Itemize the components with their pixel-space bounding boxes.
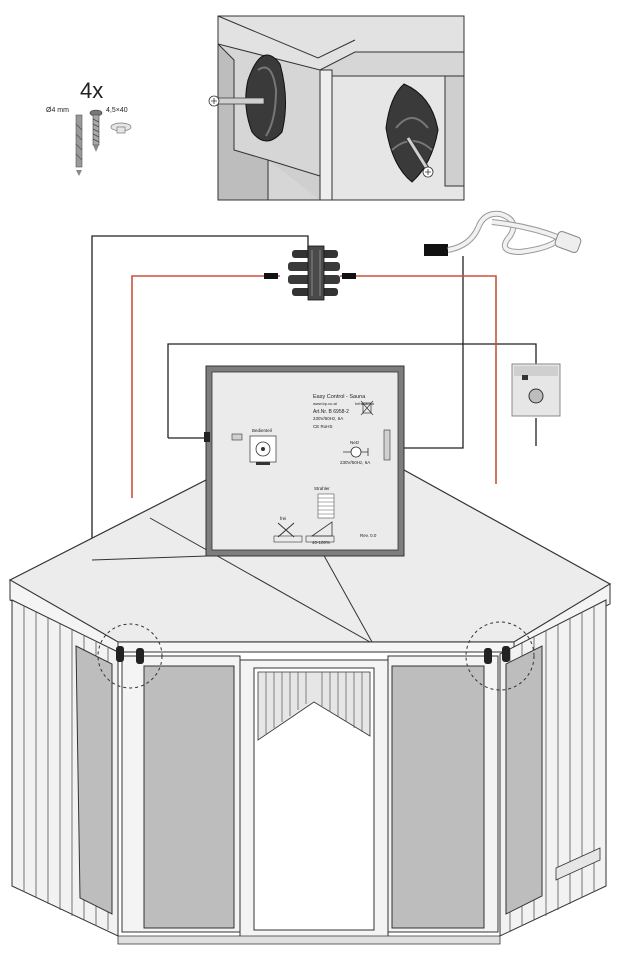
wall-dimmer-icon: [511, 363, 561, 417]
hardware-inset: 4x Ø4 mm 4,5×40: [46, 78, 132, 176]
screw-icon: [208, 95, 265, 107]
wire-connector-icon: [288, 245, 340, 301]
heater-range-label: 40-100%: [312, 540, 330, 545]
quantity-label: 4x: [80, 78, 103, 103]
left-bracket-highlight: [97, 623, 163, 689]
control-brand: Infrasauna: [355, 401, 375, 406]
control-article: Art.Nr. B 6958-2: [313, 409, 349, 415]
revision-label: Rev. 0.0: [360, 533, 377, 538]
power-wire-right: [340, 275, 497, 484]
control-rating: 230V/50Hz, 6A: [313, 416, 343, 421]
drill-bit-icon: [75, 114, 83, 176]
corner-detail-inset: [208, 15, 465, 201]
screw-icon: [405, 136, 434, 178]
dowel-icon: [110, 122, 132, 134]
screw-size-label: 4,5×40: [106, 107, 128, 114]
port-operating-label: Bedienteil: [252, 428, 272, 433]
port-mains-label: Netz: [350, 440, 360, 445]
port-heater-label: Strahler: [314, 486, 330, 491]
control-marks: CE RoHS: [313, 424, 333, 429]
power-wire-left: [131, 275, 280, 498]
heater-port-icon: [317, 493, 335, 519]
power-cable-icon: [424, 210, 582, 256]
left-wall-bracket-icon: [245, 54, 287, 142]
weee-bin-icon: [360, 400, 374, 416]
signal-wire-to-cable: [392, 256, 464, 449]
signal-wire-to-dimmer: [167, 343, 537, 438]
plug-icon: [343, 446, 369, 458]
free-slot-label: frei: [280, 516, 286, 521]
mains-rating-label: 230V/50Hz, 6A: [340, 460, 370, 465]
screw-icon: [89, 109, 103, 152]
control-box: Easy Control - Sauna www.bp.co.at Infras…: [204, 365, 405, 557]
control-title: Easy Control - Sauna: [313, 394, 366, 400]
operating-port-icon: [249, 435, 277, 465]
right-bracket-highlight: [465, 621, 535, 691]
free-slot-icon: [277, 522, 295, 538]
control-website: www.bp.co.at: [313, 401, 338, 406]
drill-diameter-label: Ø4 mm: [46, 107, 69, 114]
signal-wire-left: [91, 235, 309, 578]
